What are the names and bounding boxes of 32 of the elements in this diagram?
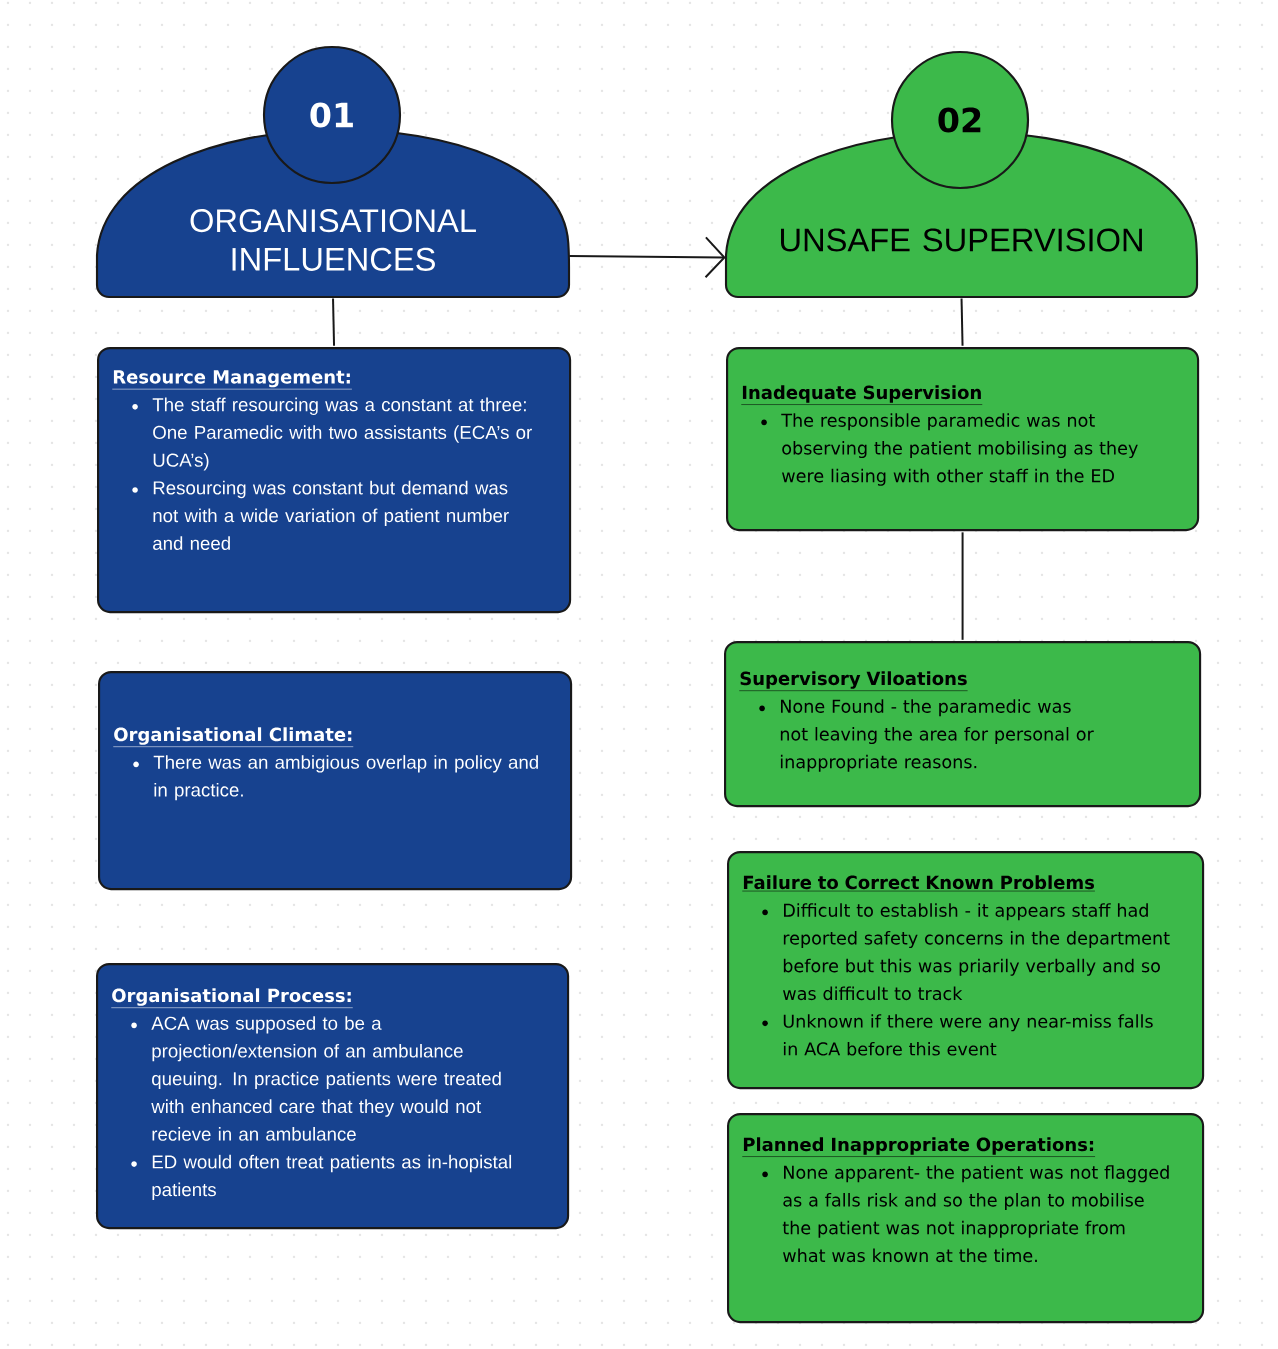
box-heading: Failure to Correct Known Problems — [742, 875, 1096, 892]
text-box — [727, 1113, 1205, 1324]
bullet-item: Difficult to establish - it appears staff had reported safety concerns in the department before but this was priarily verbally and so was difficult to track — [762, 903, 1170, 1001]
text-box — [724, 641, 1202, 808]
bullet-item: ACA was supposed to be a projection/extension of an ambulance queuing. In practice patients were treated with enhanced care that they would not recieve in an ambulance — [131, 1016, 501, 1141]
bullet-item: ED would often treat patients as in-hopistal patients — [131, 1154, 512, 1200]
text-box — [97, 347, 572, 614]
box-heading: Resource Management: — [112, 370, 353, 390]
connector-line — [332, 297, 336, 347]
bullet-item: The responsible paramedic was not observing the patient mobilising as they were liasing with other staff in the ED — [761, 413, 1138, 486]
step-number: 01 — [310, 102, 353, 128]
bullet-item: None apparent- the patient was not flagged as a falls risk and so the plan to mobilise the patient was not inappropriate from what was known at the time. — [762, 1165, 1169, 1263]
connector-line — [961, 531, 964, 641]
connector-line — [960, 297, 964, 347]
box-heading: Inadequate Supervision — [741, 385, 983, 405]
step-number: 02 — [938, 107, 981, 133]
number-circle — [262, 45, 402, 185]
box-heading: Organisational Process: — [111, 988, 354, 1008]
bullet-item: None Found - the paramedic was not leaving the area for personal or inappropriate reasons. — [759, 699, 1094, 772]
text-box — [96, 963, 570, 1230]
arrow — [568, 236, 726, 279]
bullet-item: The staff resourcing was a constant at three: One Paramedic with two assistants (ECA’s or UCA’s) — [132, 397, 532, 471]
bullet-item: There was an ambigious overlap in policy and in practice. — [133, 755, 538, 801]
bullet-item: Unknown if there were any near-miss falls in ACA before this event — [762, 1014, 1153, 1056]
bullet-item: Resourcing was constant but demand was not with a wide variation of patient number and need — [132, 480, 509, 550]
text-box — [727, 851, 1205, 1090]
text-box — [98, 671, 573, 891]
box-heading: Organisational Climate: — [113, 727, 354, 747]
number-circle — [890, 50, 1030, 190]
text-box — [726, 347, 1200, 532]
box-heading: Supervisory Viloations — [739, 671, 968, 691]
box-heading: Planned Inappropriate Operations: — [742, 1137, 1096, 1157]
